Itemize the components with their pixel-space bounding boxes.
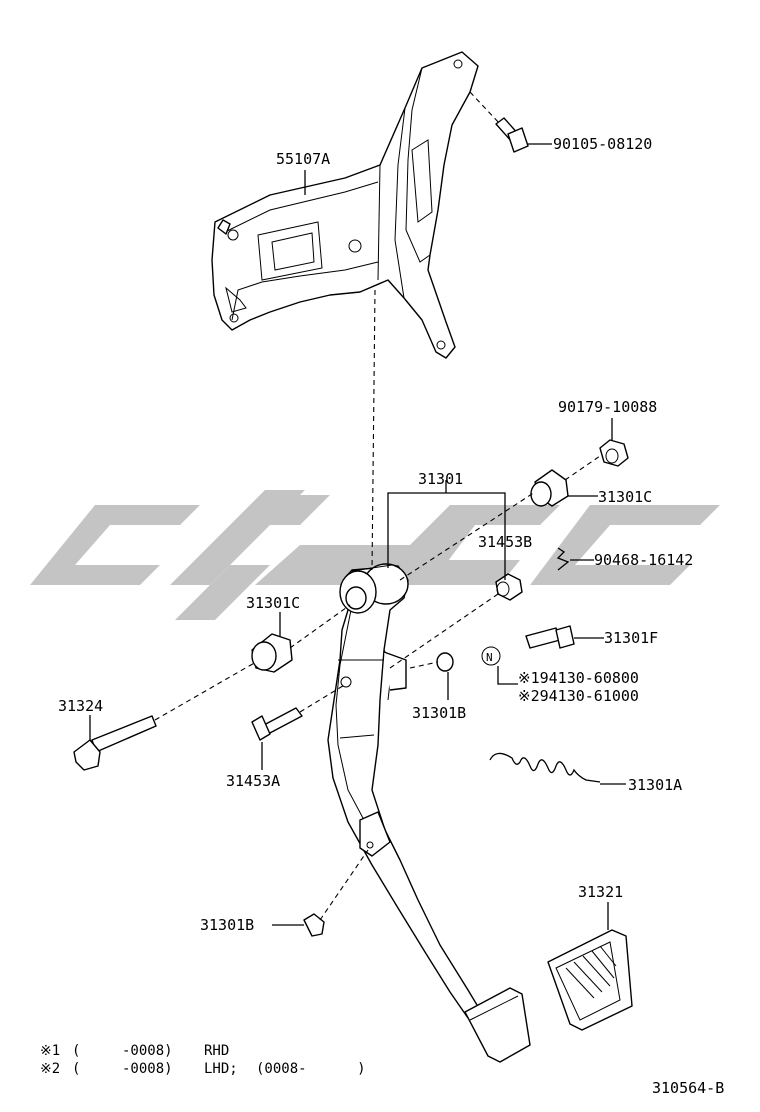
label-bolt-f: 31301F bbox=[604, 629, 658, 647]
note-2-range: -0008) bbox=[122, 1061, 173, 1077]
dashed-guide-lines bbox=[154, 91, 601, 921]
note-1-spec: RHD bbox=[204, 1043, 229, 1059]
label-bracket: 55107A bbox=[276, 150, 330, 168]
note-2-spec: LHD; bbox=[204, 1061, 238, 1077]
note-2-mark: ※2 bbox=[40, 1061, 60, 1077]
part-labels: 55107A 90105-08120 90179-10088 31301 313… bbox=[58, 135, 693, 934]
small-parts-drawing bbox=[73, 117, 629, 937]
drawing-number: 310564-B bbox=[652, 1079, 724, 1097]
label-pedal-assy: 31301 bbox=[418, 470, 463, 488]
note-2-open: ( bbox=[72, 1061, 80, 1077]
note-1-range: -0008) bbox=[122, 1043, 173, 1059]
label-alt-part-1: ※194130-60800 bbox=[518, 669, 639, 687]
label-collar-left: 31453A bbox=[226, 772, 280, 790]
label-stopper-b-lower: 31301B bbox=[200, 916, 254, 934]
leader-lines bbox=[89, 143, 626, 930]
bracket-drawing bbox=[211, 51, 479, 359]
label-pad: 31321 bbox=[578, 883, 623, 901]
pedal-arm-drawing bbox=[327, 563, 531, 1063]
label-clip: 90468-16142 bbox=[594, 551, 693, 569]
label-stopper-b-upper: 31301B bbox=[412, 704, 466, 722]
label-collar-right: 31453B bbox=[478, 533, 532, 551]
label-long-bolt: 31324 bbox=[58, 697, 103, 715]
label-bushing-left: 31301C bbox=[246, 594, 300, 612]
label-spring: 31301A bbox=[628, 776, 682, 794]
footnotes: ※1 ( -0008) RHD ※2 ( -0008) LHD; (0008- … bbox=[40, 1043, 366, 1077]
note-1-open: ( bbox=[72, 1043, 80, 1059]
label-n-symbol: N bbox=[486, 651, 493, 664]
label-bushing-right: 31301C bbox=[598, 488, 652, 506]
label-bolt-top: 90105-08120 bbox=[553, 135, 652, 153]
label-nut: 90179-10088 bbox=[558, 398, 657, 416]
label-alt-part-2: ※294130-61000 bbox=[518, 687, 639, 705]
pedal-pad-drawing bbox=[547, 929, 633, 1031]
note-1-mark: ※1 bbox=[40, 1043, 60, 1059]
note-2-extra: (0008- ) bbox=[256, 1061, 366, 1077]
